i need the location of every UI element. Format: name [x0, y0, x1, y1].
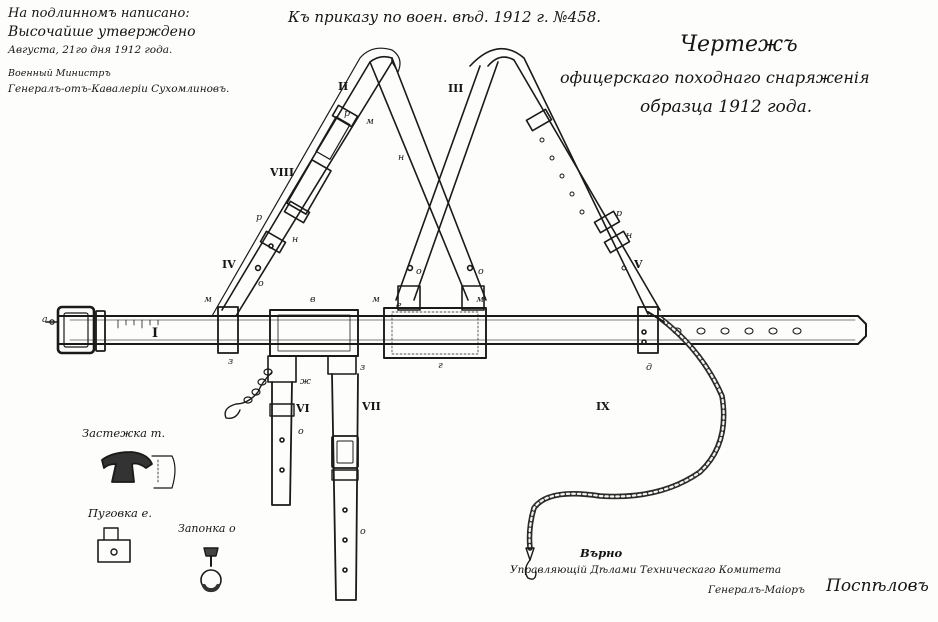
- letter-o-vi: о: [298, 426, 304, 437]
- label-part-I: I: [152, 326, 159, 341]
- letter-n-right: н: [626, 230, 633, 241]
- button-detail: [97, 527, 131, 563]
- lanyard-ix: [524, 311, 727, 580]
- label-part-II: II: [338, 80, 349, 93]
- stud-detail: [200, 547, 222, 593]
- letter-v: в: [310, 294, 316, 305]
- letter-m-mid: м: [372, 294, 380, 305]
- hanger-vi: [224, 355, 297, 506]
- title-line3: образца 1912 года.: [640, 97, 813, 117]
- right-shoulder-strap: [469, 47, 661, 315]
- letter-m-left: м: [204, 294, 212, 305]
- letter-p-left: р: [256, 212, 263, 223]
- letter-o-mid-right: о: [478, 266, 484, 277]
- waist-belt: [45, 305, 867, 359]
- label-part-VIII: VIII: [270, 166, 294, 179]
- label-part-IV: IV: [222, 258, 236, 271]
- approval-note-line4: Военный Министръ: [8, 68, 111, 79]
- back-cross-straps: [369, 57, 499, 311]
- stud-label: Запонка о: [178, 522, 236, 535]
- letter-d: д: [646, 362, 653, 373]
- footer-line1: Управляющiй Дѣлами Техническаго Комитета: [510, 564, 782, 576]
- letter-o-vii: о: [360, 526, 366, 537]
- title-line1: Чертежъ: [680, 32, 798, 57]
- letter-a: а: [42, 314, 48, 325]
- letter-e: е: [396, 300, 402, 311]
- clasp-label: Застежка т.: [82, 426, 166, 440]
- letter-o-mid-left: о: [416, 266, 422, 277]
- letter-p-right: р: [616, 208, 623, 219]
- hanger-vii: [327, 355, 359, 601]
- letter-n-left: н: [292, 234, 299, 245]
- letter-n-cross: н: [398, 152, 405, 163]
- label-part-VII: VII: [362, 400, 381, 413]
- approval-note-line3: Августа, 21го дня 1912 года.: [8, 44, 173, 56]
- label-part-V: V: [634, 258, 643, 271]
- clasp-detail: [101, 451, 176, 489]
- label-part-IX: IX: [596, 400, 610, 413]
- letter-p-top: р: [344, 108, 351, 119]
- label-part-VI: VI: [296, 402, 310, 415]
- approval-note-line2: Высочайше утверждено: [8, 24, 196, 40]
- title-line2: офицерскаго походнаго снаряженiя: [560, 68, 870, 87]
- letter-m-right: м: [476, 294, 484, 305]
- approval-note-line1: На подлинномъ написано:: [8, 6, 190, 21]
- letter-o-left: о: [258, 278, 264, 289]
- letter-g: г: [438, 360, 443, 371]
- left-shoulder-strap: [211, 47, 401, 317]
- letter-z-left: з: [228, 356, 234, 367]
- letter-z-vii: з: [360, 362, 366, 373]
- letter-m-strap: м: [366, 116, 374, 127]
- footer-line2: Генералъ-Маiоръ: [708, 584, 805, 596]
- label-part-III: III: [448, 82, 464, 95]
- verified-label: Върно: [580, 546, 623, 560]
- approval-note-line5: Генералъ-отъ-Кавалерiи Сухомлиновъ.: [8, 83, 230, 95]
- letter-zh: ж: [300, 376, 311, 387]
- order-reference: Къ приказу по воен. вѣд. 1912 г. №458.: [288, 8, 602, 26]
- button-label: Пуговка е.: [88, 506, 152, 520]
- signature: Поспѣловъ: [826, 576, 929, 596]
